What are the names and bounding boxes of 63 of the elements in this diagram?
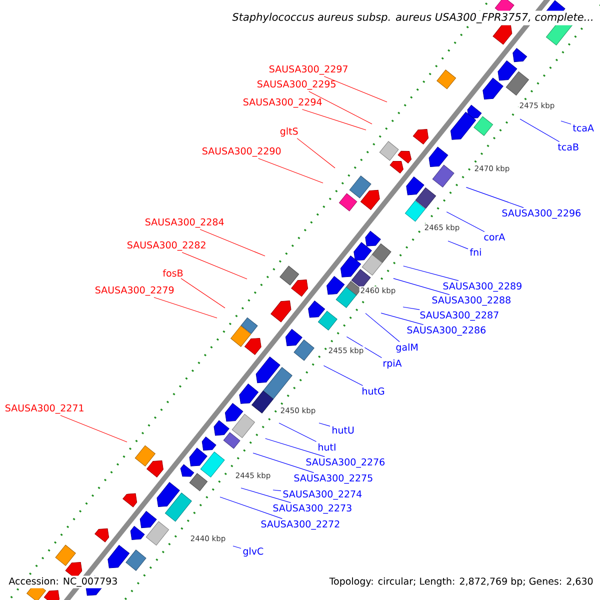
leader-line xyxy=(324,76,388,102)
gene-label: SAUSA300_2287 xyxy=(420,311,498,321)
leader-line xyxy=(318,422,330,426)
gene-label: hutI xyxy=(318,443,336,451)
leader-line xyxy=(232,546,242,549)
gene-label: tcaB xyxy=(558,143,578,151)
title: Staphylococcus aureus subsp. aureus USA300_FPR3757, complete... xyxy=(230,10,596,26)
gene-label: SAUSA300_2271 xyxy=(6,404,84,414)
leader-line xyxy=(180,278,226,308)
gene-label: galM xyxy=(396,343,418,353)
leader-line xyxy=(448,240,468,250)
leader-line xyxy=(402,306,420,310)
leader-line xyxy=(182,252,248,280)
gene-label: SAUSA300_2275 xyxy=(294,474,372,484)
gene-label: SAUSA300_2272 xyxy=(261,520,340,530)
gene-label: rpiA xyxy=(384,359,402,369)
leader-line xyxy=(154,297,218,318)
leader-line xyxy=(323,365,364,386)
leader-line xyxy=(272,490,282,492)
leader-line xyxy=(560,120,572,124)
gene-label: SAUSA300_2288 xyxy=(432,296,510,306)
leader-line xyxy=(446,212,485,232)
gene-label: fosB xyxy=(162,269,183,277)
leader-line xyxy=(220,496,282,519)
leader-line xyxy=(380,312,424,325)
gene-label: glvC xyxy=(243,547,264,557)
leader-line xyxy=(278,422,317,442)
leader-line xyxy=(403,266,459,281)
leader-line xyxy=(346,336,382,358)
gene-label: SAUSA300_2289 xyxy=(443,282,522,292)
footer-text: Accession: NC_007793 xyxy=(7,576,120,588)
gene-label: SAUSA300_2294 xyxy=(244,98,322,108)
gene-label: hutG xyxy=(362,387,384,395)
leader-line xyxy=(520,118,560,142)
gene-label: SAUSA300_2279 xyxy=(96,286,174,296)
gene-label: tcaA xyxy=(572,124,594,132)
leader-line xyxy=(466,187,524,208)
gene-label: SAUSA300_2297 xyxy=(270,65,348,75)
gene-label: SAUSA300_2286 xyxy=(407,326,486,336)
leader-line xyxy=(302,109,366,130)
leader-line xyxy=(200,229,266,256)
gene-label: SAUSA300_2284 xyxy=(146,218,224,228)
leader-line xyxy=(60,415,128,442)
gene-label: SAUSA300_2295 xyxy=(258,80,336,90)
gene-label: corA xyxy=(484,233,506,241)
leader-line xyxy=(265,438,325,457)
gene-label: gltS xyxy=(280,127,298,137)
gene-label: hutU xyxy=(332,426,354,434)
leader-line xyxy=(393,278,450,295)
leader-line xyxy=(365,313,400,342)
leader-line xyxy=(296,138,336,168)
gene-label: SAUSA300_2282 xyxy=(128,241,206,251)
gene-label: fni xyxy=(470,248,481,256)
leader-line xyxy=(240,488,292,503)
gene-label: SAUSA300_2276 xyxy=(306,458,385,468)
footer-text: Topology: circular; Length: 2,872,769 bp; Genes: 2,630 xyxy=(328,576,595,588)
leader-line xyxy=(252,452,314,473)
gene-label: SAUSA300_2296 xyxy=(502,209,581,219)
leader-line xyxy=(258,158,324,184)
gene-label: SAUSA300_2290 xyxy=(202,147,281,157)
leader-line xyxy=(308,91,372,124)
gene-label: SAUSA300_2274 xyxy=(283,490,362,500)
gene-label: SAUSA300_2273 xyxy=(273,504,352,514)
